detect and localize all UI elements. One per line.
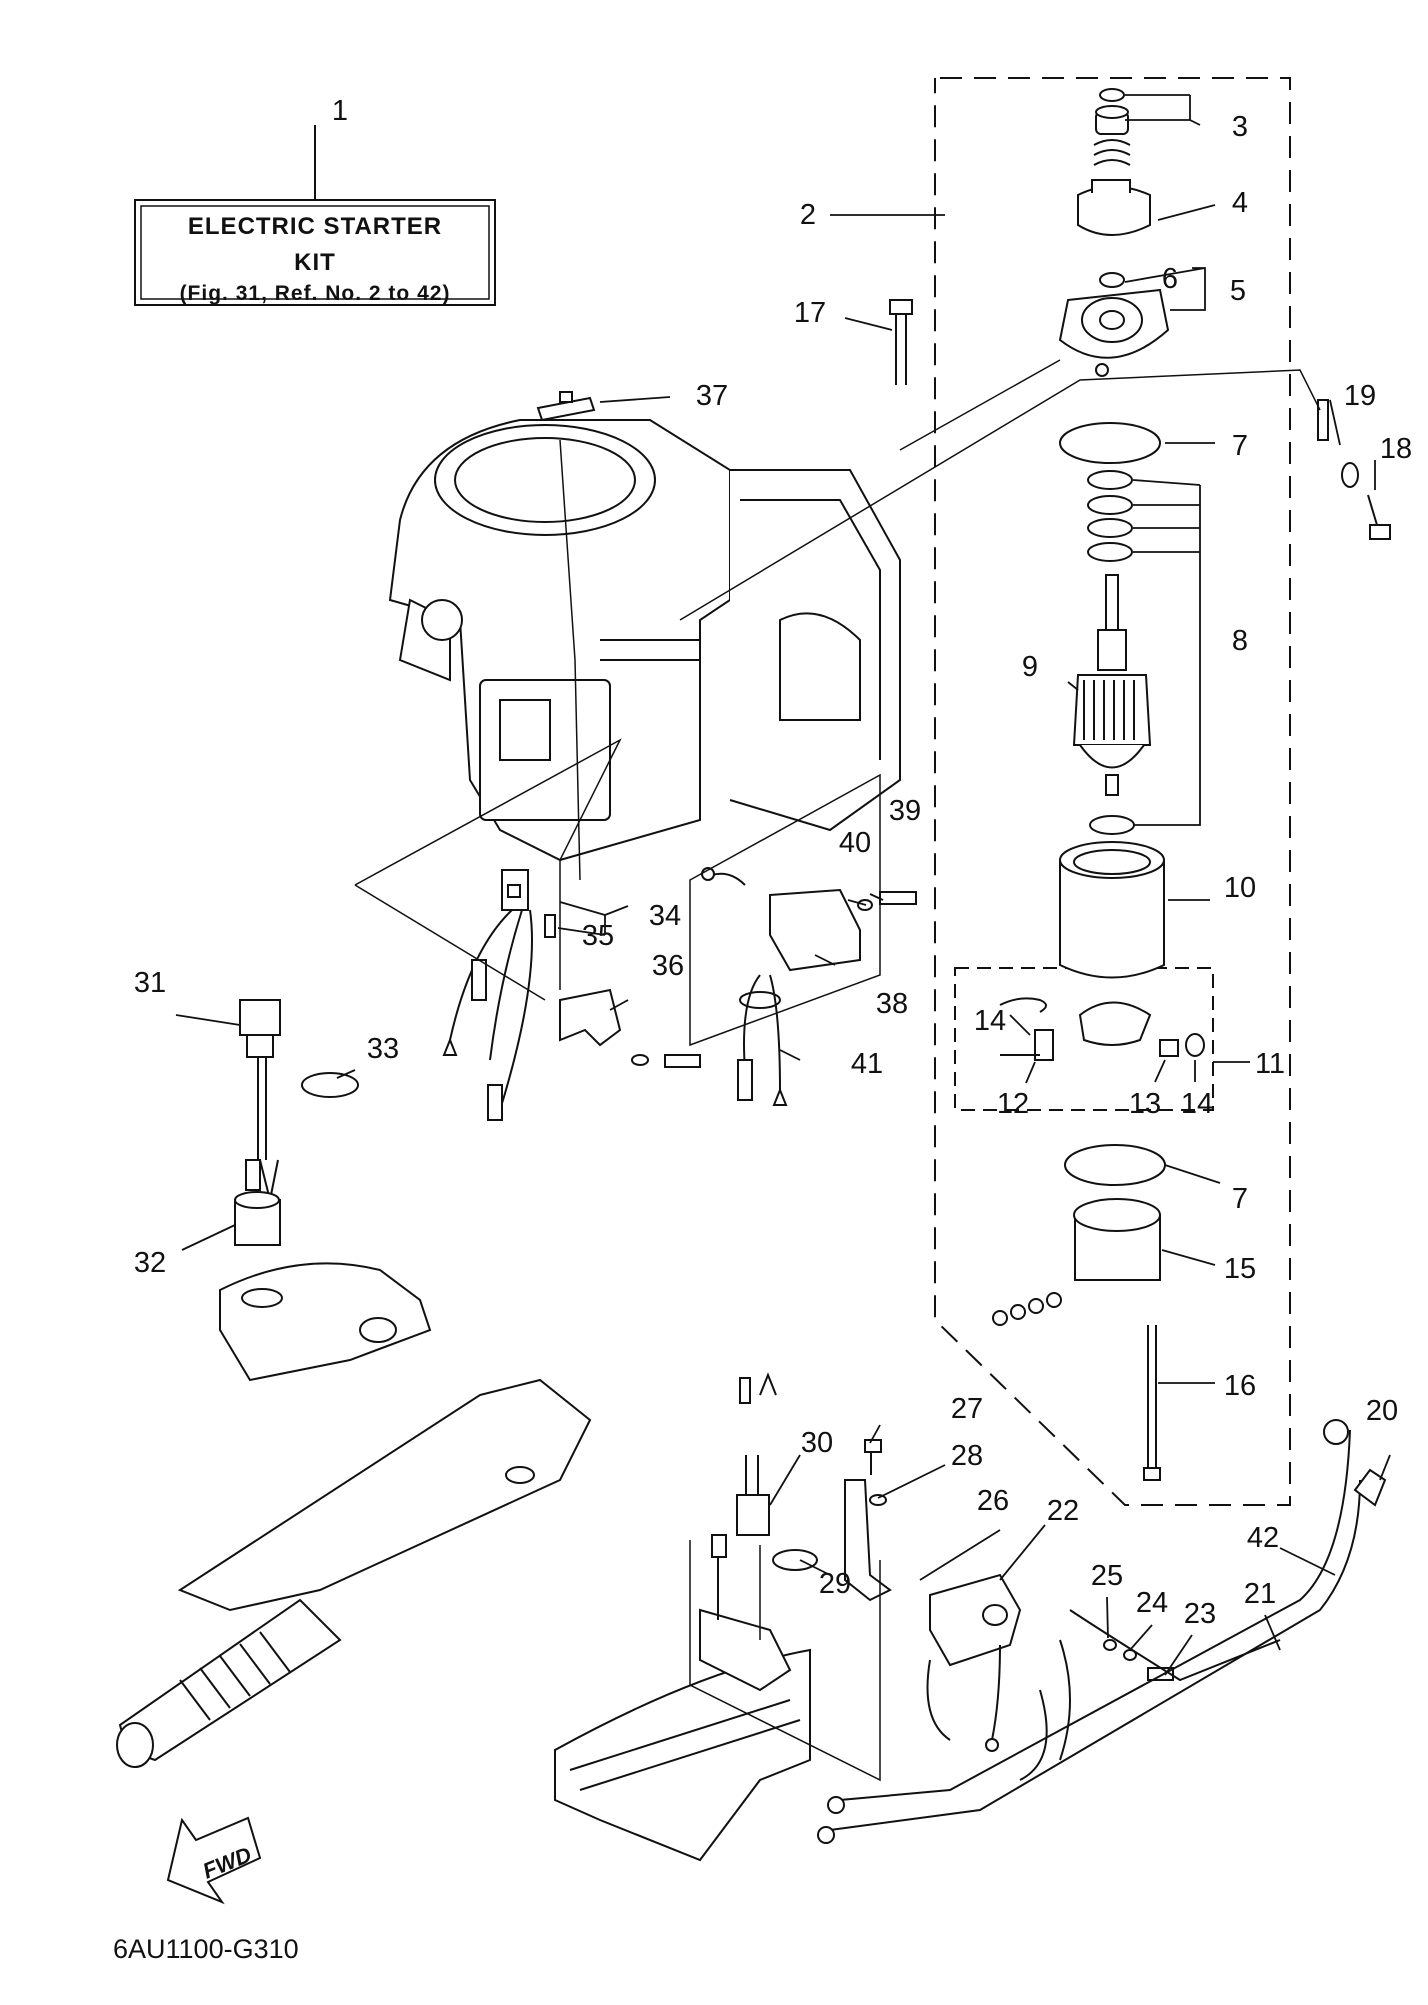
kit-label-line3: (Fig. 31, Ref. No. 2 to 42) <box>180 282 451 305</box>
harness-parts-34-41 <box>442 391 917 1121</box>
callout-label: 7 <box>1232 1183 1248 1215</box>
callout-label: 42 <box>1247 1522 1279 1554</box>
callout-label: 4 <box>1232 187 1248 219</box>
kit-label-line2: KIT <box>294 249 336 276</box>
engine-block <box>388 419 901 862</box>
callout-label: 14 <box>974 1005 1006 1037</box>
callout-label: 20 <box>1366 1395 1398 1427</box>
callout-label: 9 <box>1022 651 1038 683</box>
bottom-cowling-parts <box>554 1372 1387 1862</box>
callout-label: 26 <box>977 1485 1009 1517</box>
callout-label: 37 <box>696 380 728 412</box>
fwd-arrow-icon: FWD <box>166 1816 262 1905</box>
callout-label: 38 <box>876 988 908 1020</box>
callout-label: 8 <box>1232 625 1248 657</box>
kit-label: ELECTRIC STARTER KIT (Fig. 31, Ref. No. … <box>134 125 496 306</box>
callout-label: 14 <box>1181 1088 1213 1120</box>
callout-label: 25 <box>1091 1560 1123 1592</box>
callout-label: 33 <box>367 1033 399 1065</box>
callout-label: 6 <box>1162 263 1178 295</box>
callout-label: 30 <box>801 1427 833 1459</box>
callout-leaders <box>175 94 1391 1676</box>
callout-label: 12 <box>997 1088 1029 1120</box>
callout-label: 5 <box>1230 275 1246 307</box>
callout-label: 31 <box>134 967 166 999</box>
callout-label: 23 <box>1184 1598 1216 1630</box>
starter-motor-parts <box>992 88 1205 1481</box>
callout-label: 3 <box>1232 111 1248 143</box>
callout-label: 32 <box>134 1247 166 1279</box>
callout-label: 19 <box>1344 380 1376 412</box>
steering-handle-parts <box>116 999 592 1768</box>
callout-label: 40 <box>839 827 871 859</box>
callout-label: 16 <box>1224 1370 1256 1402</box>
callout-label: 15 <box>1224 1253 1256 1285</box>
callout-label: 21 <box>1244 1578 1276 1610</box>
callout-label: 22 <box>1047 1495 1079 1527</box>
callout-label: 11 <box>1255 1048 1285 1080</box>
callout-labels: 1 2 3 4 5 6 17 19 18 7 8 9 10 37 39 40 3… <box>134 95 1412 1630</box>
callout-label: 2 <box>800 199 816 231</box>
callout-label: 18 <box>1380 433 1412 465</box>
callout-label: 27 <box>951 1393 983 1425</box>
callout-label: 17 <box>794 297 826 329</box>
diagram-code: 6AU1100-G310 <box>113 1934 299 1964</box>
callout-label: 35 <box>582 920 614 952</box>
leader-polygons <box>354 359 1321 1047</box>
callout-label: 28 <box>951 1440 983 1472</box>
brush-holder-dashed-box <box>954 967 1214 1111</box>
bolt-parts-17-18-19 <box>889 299 1391 540</box>
callout-label: 24 <box>1136 1587 1168 1619</box>
callout-label: 36 <box>652 950 684 982</box>
kit-label-line1: ELECTRIC STARTER <box>188 213 442 240</box>
leader-lines-lower <box>689 1540 881 1782</box>
callout-label: 7 <box>1232 430 1248 462</box>
callout-label: 13 <box>1129 1088 1161 1120</box>
callout-label: 39 <box>889 795 921 827</box>
callout-label: 41 <box>851 1048 883 1080</box>
callout-label: 1 <box>332 95 348 127</box>
starter-kit-dashed-boundary <box>934 77 1291 1506</box>
callout-label: 34 <box>649 900 681 932</box>
callout-label: 29 <box>819 1568 851 1600</box>
callout-label: 10 <box>1224 872 1256 904</box>
